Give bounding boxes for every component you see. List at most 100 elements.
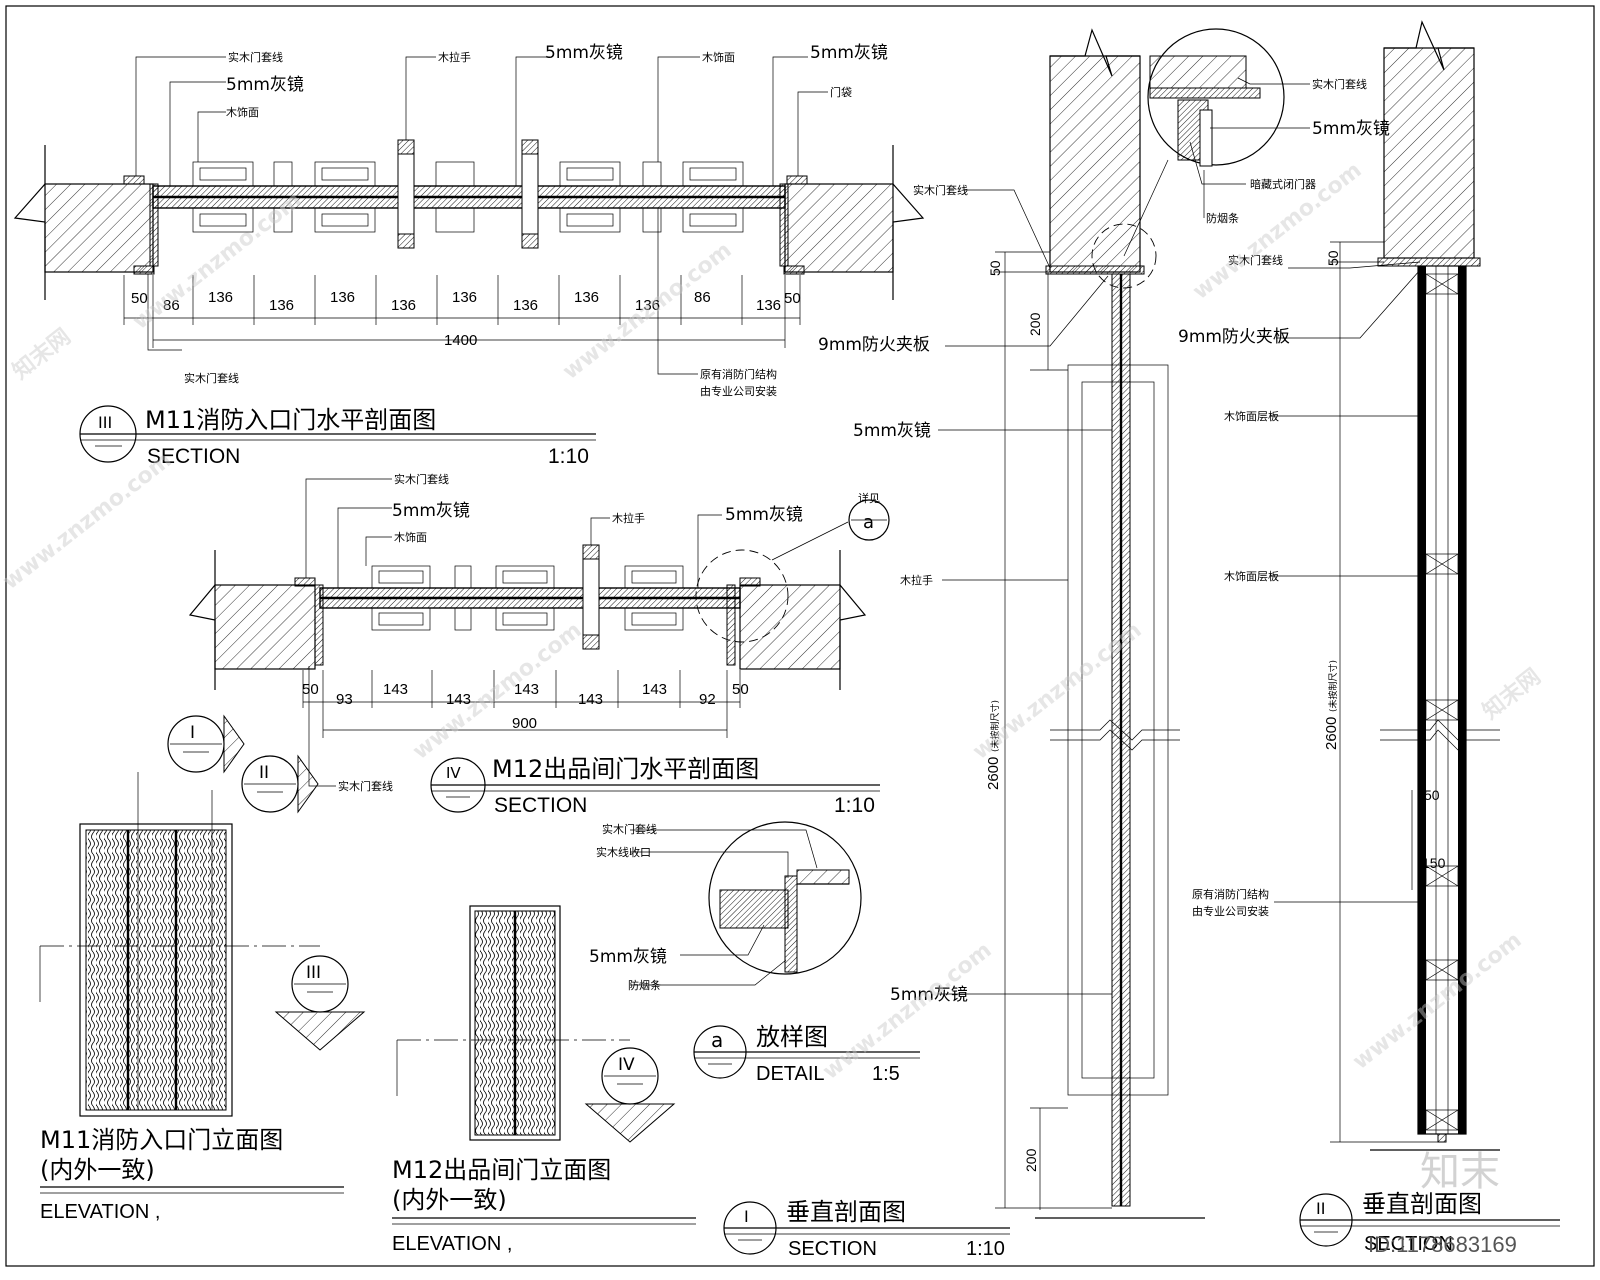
label-handle: 木拉手 (612, 511, 645, 525)
title-vertical-section-i: I 垂直剖面图 SECTION 1:10 (723, 1198, 1010, 1260)
label-fireproof: 9mm防火夹板 (818, 335, 930, 355)
dim-50: 50 (987, 260, 1003, 276)
title-vertical-section-ii: II 垂直剖面图 SECTION (1299, 1190, 1560, 1255)
watermark-site: www.znzmo.com (408, 618, 586, 765)
dim: 136 (452, 289, 477, 306)
dim: 143 (642, 681, 667, 698)
vertical-section-ii-labels: 50 2600 (未按制尺寸) 50 150 (1323, 250, 1446, 871)
label-mirror: 5mm灰镜 (1312, 119, 1390, 139)
label-wood-face: 木饰面 (394, 530, 427, 544)
m11-elevation (79, 823, 233, 1117)
label-fire-door: 原有消防门结构 (700, 367, 777, 381)
label-casing: 实木门套线 (1228, 253, 1283, 267)
label-closer: 暗藏式闭门器 (1250, 177, 1316, 191)
detail-a-annotations: 实木门套线 实木线收口 5mm灰镜 防烟条 (589, 822, 667, 992)
label-mirror: 5mm灰镜 (226, 75, 304, 95)
label-wood-panel: 木饰面层板 (1224, 409, 1279, 423)
label-smoke-seal: 防烟条 (1206, 211, 1239, 225)
brand-watermark: 知末 ID:1178683169 (1368, 1149, 1517, 1257)
title-scale: 1:10 (834, 794, 875, 817)
title-scale: 1:5 (872, 1063, 900, 1085)
watermark-site: www.znzmo.com (558, 238, 736, 385)
label-installer: 由专业公司安装 (1192, 904, 1269, 918)
label-see-detail: 详见 (858, 491, 880, 505)
watermark-site: www.znzmo.com (818, 938, 996, 1085)
dim: 93 (336, 691, 353, 708)
label-mirror: 5mm灰镜 (545, 43, 623, 63)
section-marker-iii: III (39, 945, 366, 1051)
dim: 136 (330, 289, 355, 306)
label-installer: 由专业公司安装 (700, 384, 777, 398)
dim-2600-note: (未按制尺寸) (1327, 660, 1339, 712)
label-handle: 木拉手 (900, 573, 933, 587)
label-mirror: 5mm灰镜 (810, 43, 888, 63)
title-cn: 垂直剖面图 (786, 1198, 906, 1226)
label-wood-face: 木饰面 (226, 105, 259, 119)
vertical-section-i-annotations: 实木门套线 9mm防火夹板 5mm灰镜 木拉手 5mm灰镜 实木门套线 5mm灰… (818, 77, 1390, 1005)
label-casing: 实木门套线 (228, 50, 283, 64)
dim: 136 (635, 297, 660, 314)
title-sub: (内外一致) (40, 1156, 155, 1184)
watermark-site: www.znzmo.com (1348, 928, 1526, 1075)
label-casing: 实木门套线 (913, 183, 968, 197)
m12-dimension-labels: 50 93 143 143 143 143 143 92 50 900 (302, 681, 749, 732)
title-sub: (内外一致) (392, 1186, 507, 1214)
title-scale: 1:10 (548, 445, 589, 468)
dim: 136 (513, 297, 538, 314)
title-m12-elevation: M12出品间门立面图 (内外一致) ELEVATION , (392, 1156, 696, 1255)
title-number: I (744, 1207, 749, 1226)
dim-50: 50 (1325, 250, 1341, 266)
title-en: ELEVATION , (40, 1201, 160, 1223)
dim-2600: 2600 (1323, 717, 1340, 750)
label-casing: 实木门套线 (602, 822, 657, 836)
dim: 50 (732, 681, 749, 698)
vertical-section-i (938, 28, 1310, 1219)
vertical-section-ii-annotations: 实木门套线 9mm防火夹板 木饰面层板 木饰面层板 原有消防门结构 由专业公司安… (1178, 253, 1290, 918)
dim: 86 (163, 297, 180, 314)
m12-annotations: 实木门套线 5mm灰镜 木饰面 木拉手 5mm灰镜 详见 a 实木门套线 (338, 472, 880, 793)
dim-2600: 2600 (985, 757, 1002, 790)
sheet-border (5, 5, 1595, 1267)
title-en: SECTION (1364, 1233, 1453, 1255)
title-en: SECTION (494, 794, 587, 817)
label-smoke-seal: 防烟条 (628, 978, 661, 992)
marker-text: III (306, 963, 321, 983)
dim: 136 (756, 297, 781, 314)
dim: 50 (784, 290, 801, 307)
section-marker-ii: II (211, 754, 319, 1110)
watermark-site: www.znzmo.com (0, 448, 177, 595)
title-m11-section: III M11消防入口门水平剖面图 SECTION 1:10 (79, 405, 596, 468)
title-en: DETAIL (756, 1063, 825, 1085)
title-cn: M11消防入口门水平剖面图 (145, 406, 436, 434)
title-m12-section: IV M12出品间门水平剖面图 SECTION 1:10 (430, 755, 880, 817)
label-mirror: 5mm灰镜 (589, 947, 667, 967)
label-door-pocket: 门袋 (830, 85, 852, 99)
dim-200: 200 (1027, 312, 1043, 336)
m12-elevation (469, 905, 561, 1141)
label-casing: 实木门套线 (394, 472, 449, 486)
title-en: SECTION (147, 445, 240, 468)
m12-horizontal-section (188, 478, 890, 787)
title-cn: 垂直剖面图 (1362, 1190, 1482, 1218)
watermark-id: ID:1178683169 (1368, 1232, 1517, 1257)
watermark-brand: 知末 (1420, 1149, 1500, 1195)
dim: 136 (574, 289, 599, 306)
title-scale: 1:10 (966, 1238, 1005, 1260)
watermark-site-cn: 知末网 (1478, 664, 1546, 725)
m11-dimension-labels: 50 86 136 136 136 136 136 136 136 136 86… (131, 289, 801, 349)
label-wood-panel: 木饰面层板 (1224, 569, 1279, 583)
label-wood-face: 木饰面 (702, 50, 735, 64)
dim-150: 150 (1422, 855, 1446, 871)
dim: 143 (383, 681, 408, 698)
vertical-section-i-labels: 50 200 200 2600 (未按制尺寸) (985, 260, 1043, 1172)
title-cn: M12出品间门水平剖面图 (492, 755, 759, 783)
dim: 50 (131, 290, 148, 307)
label-mirror: 5mm灰镜 (725, 505, 803, 525)
label-mirror: 5mm灰镜 (890, 985, 968, 1005)
title-cn: M12出品间门立面图 (392, 1156, 611, 1184)
dim: 136 (208, 289, 233, 306)
title-number: III (98, 413, 112, 432)
dim-total: 900 (512, 715, 537, 732)
title-number: II (1316, 1199, 1325, 1218)
